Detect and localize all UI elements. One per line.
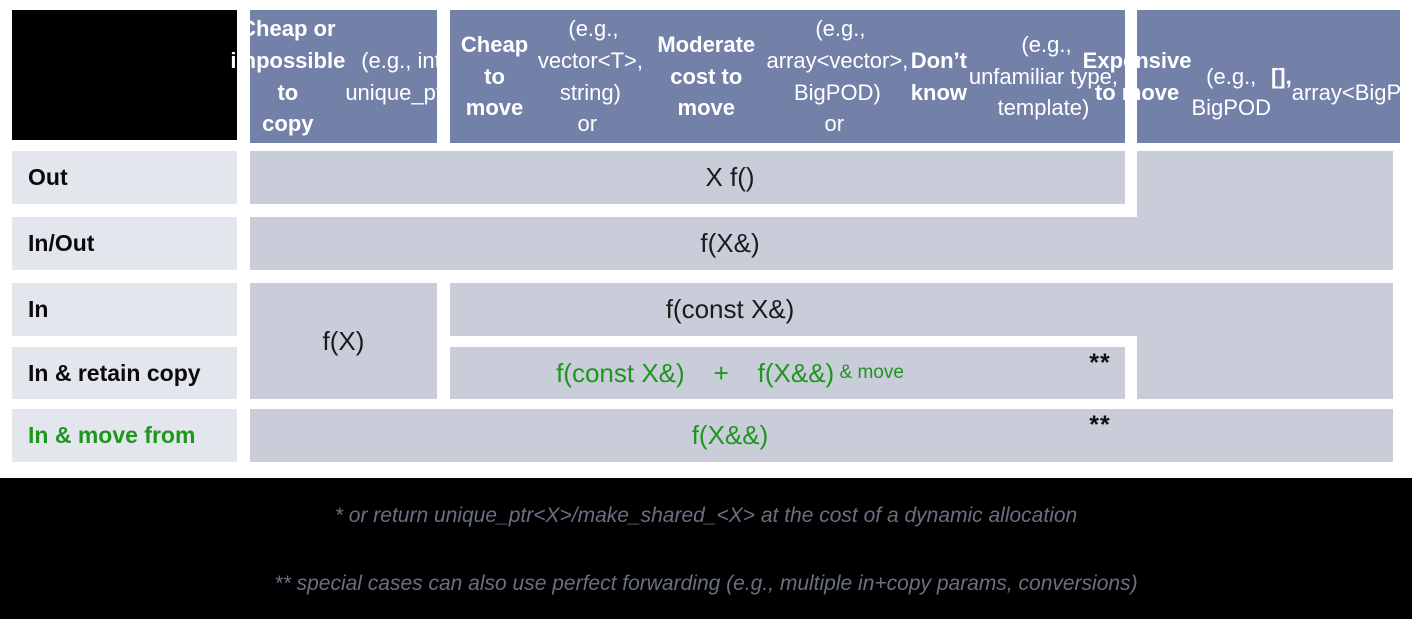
code-in-const-ref-signature: f(const X&) xyxy=(665,294,795,324)
row-label-in: In xyxy=(12,283,237,336)
column-header-cheap-or-moderate-to-move: Cheap to move (e.g., vector<T>, string) … xyxy=(450,10,1125,143)
cell-expensive-in-merged xyxy=(1137,283,1393,399)
row-label-in-move-from: In & move from xyxy=(12,409,237,462)
column-header-expensive-to-move: Expensive to move (e.g., BigPOD[], array… xyxy=(1083,10,1412,143)
cell-in-move-from-rvalue-ref xyxy=(250,409,1393,462)
cell-in-pass-by-value xyxy=(250,283,437,399)
cell-inout-reference xyxy=(250,217,1393,270)
code-in-by-value-signature: f(X) xyxy=(322,325,365,356)
footnote-perfect-forwarding: ** special cases can also use perfect fo… xyxy=(274,572,1138,595)
code-out-signature: X f() xyxy=(705,162,755,192)
footnote-dynamic-allocation: * or return unique_ptr<X>/make_shared_<X… xyxy=(334,504,1078,527)
code-move-from-signature: f(X&&) xyxy=(691,420,769,450)
double-asterisk-marker-retain: ** xyxy=(1089,349,1111,377)
cell-in-retain-copy-overloads xyxy=(450,347,1125,399)
cell-out-return-by-value xyxy=(250,151,1125,204)
code-inout-signature: f(X&) xyxy=(700,228,760,258)
corner-black-box xyxy=(12,10,237,140)
footnote-band: * or return unique_ptr<X>/make_shared_<X… xyxy=(0,478,1412,619)
row-label-in-retain-copy: In & retain copy xyxy=(12,347,237,399)
code-retain-copy-signatures: f(const X&) + f(X&&) & move xyxy=(556,357,904,388)
column-header-cheap-to-copy: Cheap or impossible to copy (e.g., int, … xyxy=(230,10,457,143)
row-label-out: Out xyxy=(12,151,237,204)
row-label-in-out: In/Out xyxy=(12,217,237,270)
double-asterisk-marker-move: ** xyxy=(1089,411,1111,439)
